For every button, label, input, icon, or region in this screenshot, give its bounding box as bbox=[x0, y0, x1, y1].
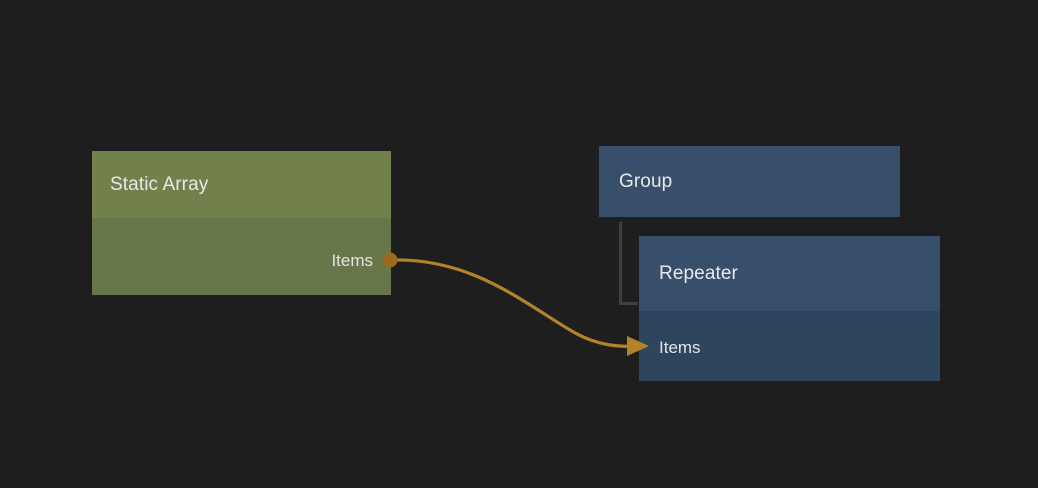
node-group-header[interactable]: Group bbox=[599, 146, 900, 217]
port-row-repeater-items[interactable]: Items bbox=[659, 336, 701, 358]
node-repeater[interactable]: Repeater Items bbox=[639, 236, 940, 381]
node-group-title: Group bbox=[619, 171, 673, 192]
node-repeater-title: Repeater bbox=[659, 263, 738, 284]
node-static-array[interactable]: Static Array Items bbox=[92, 151, 391, 295]
node-static-array-header[interactable]: Static Array bbox=[92, 151, 391, 218]
node-static-array-title: Static Array bbox=[110, 174, 209, 195]
hierarchy-bracket-line bbox=[619, 222, 638, 305]
port-label-static-array-items: Items bbox=[331, 250, 373, 270]
node-group[interactable]: Group bbox=[599, 146, 900, 217]
port-label-repeater-items: Items bbox=[659, 337, 701, 357]
node-repeater-header[interactable]: Repeater bbox=[639, 236, 940, 311]
node-static-array-body: Items bbox=[92, 218, 391, 295]
connection-wire-items-to-items[interactable] bbox=[390, 258, 642, 348]
port-row-static-array-items[interactable]: Items bbox=[331, 249, 373, 271]
node-repeater-body: Items bbox=[639, 311, 940, 381]
